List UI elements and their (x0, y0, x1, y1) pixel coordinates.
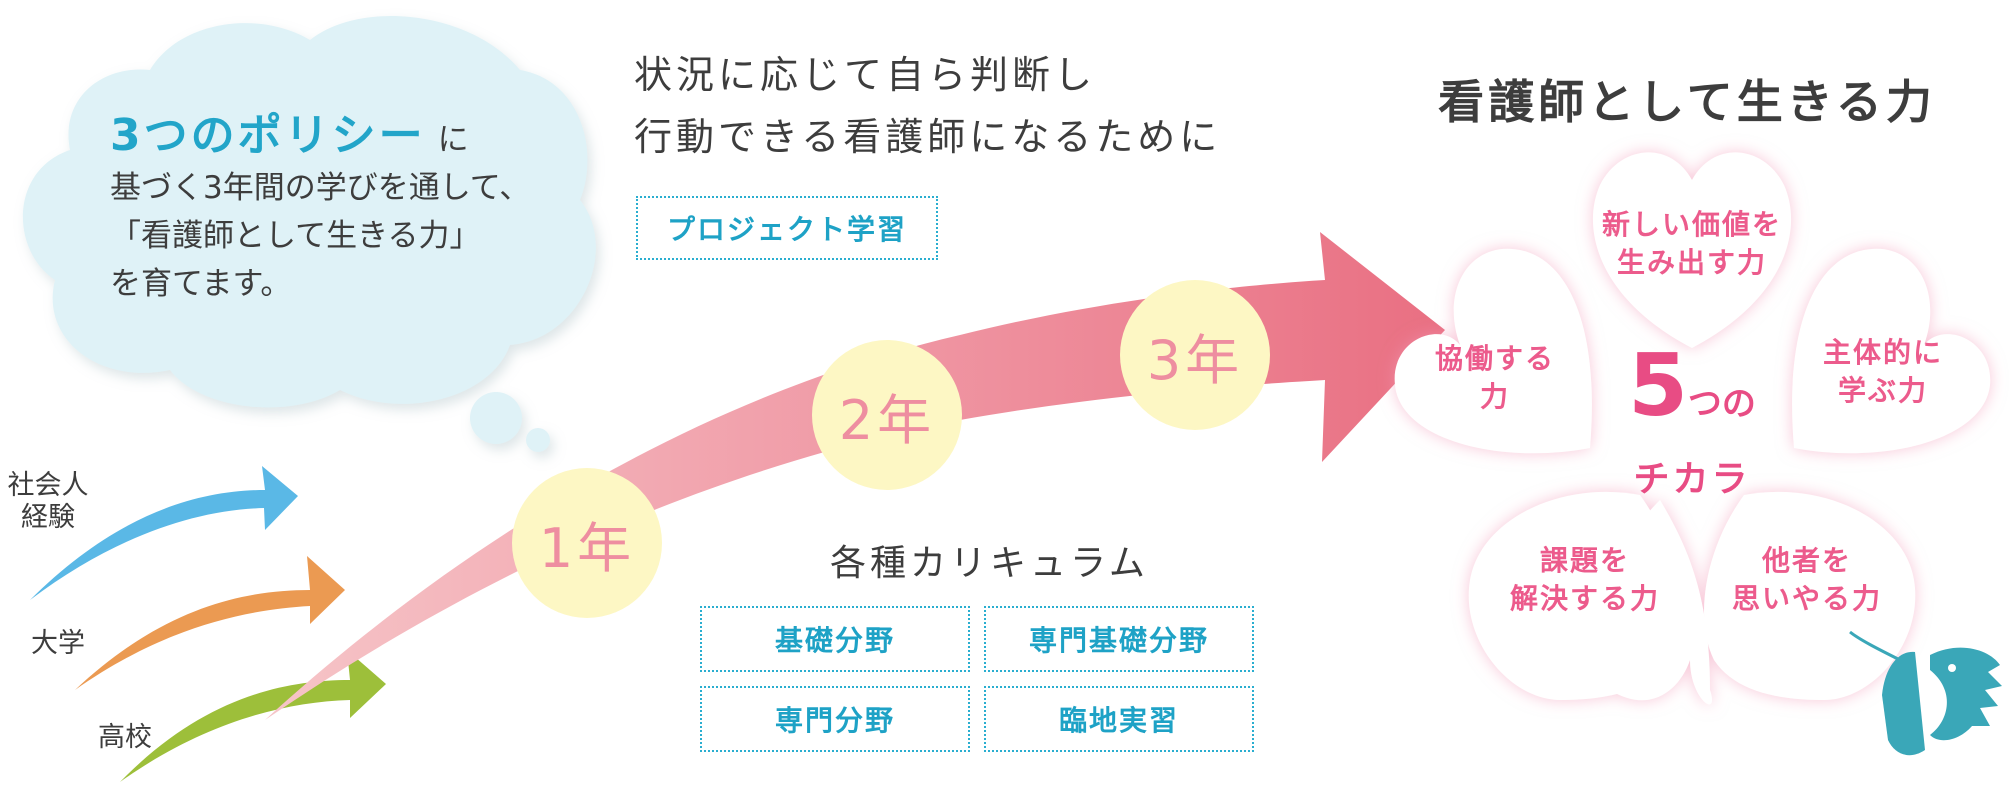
petal-flower (1394, 152, 1991, 705)
petal-cooperation: 協働する 力 (1434, 342, 1555, 413)
petal-problem-solving: 課題を 解決する力 (1509, 544, 1660, 615)
label-working: 社会人 経験 (7, 470, 89, 533)
arrow-working (30, 466, 298, 600)
curriculum-item-basic: 基礎分野 (700, 606, 970, 672)
label-highschool: 高校 (98, 722, 152, 753)
curriculum-title: 各種カリキュラム (830, 543, 1149, 584)
petal-right (1792, 248, 1991, 454)
year-1-circle: 1年 (512, 468, 662, 618)
curriculum-item-specialized-basic: 専門基礎分野 (984, 606, 1254, 672)
policy-title: 3つのポリシー (110, 110, 426, 161)
cloud-line-1: 基づく3年間の学びを通して、 (110, 170, 531, 206)
headline: 状況に応じて自ら判断し 行動できる看護師になるために (634, 44, 1221, 168)
cloud-title-line: 3つのポリシーに (110, 112, 590, 164)
cloud-line-2: 「看護師として生きる力」 (110, 218, 481, 254)
petal-compassion: 他者を 思いやる力 (1731, 544, 1882, 615)
panel-title: 看護師として生きる力 (1438, 75, 1936, 129)
label-university: 大学 (31, 628, 85, 659)
thought-cloud (22, 16, 596, 452)
project-learning-box: プロジェクト学習 (636, 196, 938, 260)
headline-line-1: 状況に応じて自ら判断し (634, 53, 1097, 97)
petal-new-value: 新しい価値を 生み出す力 (1601, 208, 1782, 279)
mascot-icon (1849, 630, 2002, 756)
arrow-university (75, 556, 345, 690)
petal-left (1394, 248, 1592, 454)
petal-top (1592, 152, 1792, 348)
policy-title-suffix: に (437, 122, 469, 158)
headline-line-2: 行動できる看護師になるために (634, 115, 1222, 159)
center-suffix: つの (1687, 384, 1756, 424)
cloud-text: 3つのポリシーに 基づく3年間の学びを通して、 「看護師として生きる力」 を育て… (110, 112, 590, 308)
year-3-circle: 3年 (1120, 280, 1270, 430)
center-line-2: チカラ (1633, 459, 1751, 500)
year-2-circle: 2年 (812, 340, 962, 490)
center-text: 5つの チカラ (1612, 343, 1772, 502)
curriculum-item-specialized: 専門分野 (700, 686, 970, 752)
petal-bottom-right (1704, 491, 1916, 700)
petal-proactive: 主体的に 学ぶ力 (1822, 336, 1943, 407)
cloud-line-3: を育てます。 (110, 266, 292, 302)
center-number: 5 (1628, 336, 1688, 436)
arrow-highschool (120, 650, 386, 782)
curriculum-item-practicum: 臨地実習 (984, 686, 1254, 752)
